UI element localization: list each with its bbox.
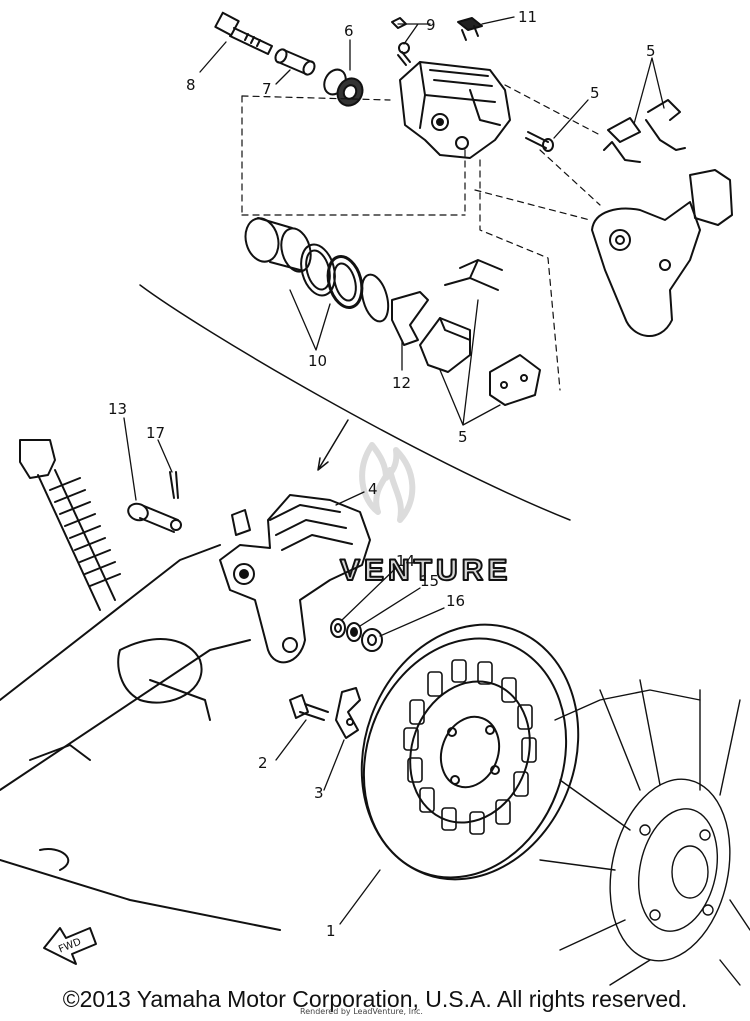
bolt-part-2	[289, 694, 329, 721]
watermark-logo	[359, 442, 416, 523]
cotter-pin-part-17	[169, 471, 179, 499]
bolt-part-5-upper	[525, 131, 554, 152]
callout-15: 15	[420, 572, 439, 590]
callout-6: 6	[344, 22, 354, 40]
callout-numbers: 8 7 6 9 11 5 5 10 12 5 13 17 4 14 15 16 …	[108, 8, 656, 940]
washer-part-15	[346, 622, 362, 642]
lock-plate-part-3	[335, 687, 361, 739]
nut-part-16	[361, 628, 383, 652]
callout-13: 13	[108, 400, 127, 418]
fwd-label: FWD	[57, 936, 83, 955]
sleeve-part-7	[274, 48, 316, 76]
callout-5-upper: 5	[590, 84, 600, 102]
shock-absorber	[19, 439, 121, 611]
bolt-part-8	[214, 11, 273, 55]
washer-part-14	[330, 618, 346, 638]
caliper-bracket-right	[591, 169, 733, 338]
brake-disc-part-1	[360, 623, 580, 881]
copyright-notice: ©2013 Yamaha Motor Corporation, U.S.A. A…	[62, 986, 688, 1012]
assembly-arrow	[317, 419, 349, 471]
callout-4: 4	[368, 480, 378, 498]
callout-2: 2	[258, 754, 268, 772]
caliper-assembly-part-4	[219, 494, 371, 664]
cap-part-11	[457, 17, 483, 41]
callout-11: 11	[518, 8, 537, 26]
detail-boundary	[139, 284, 571, 521]
pad-spring-clip	[444, 259, 503, 291]
callout-9: 9	[426, 16, 436, 34]
forward-arrow-icon: FWD	[43, 927, 97, 965]
pad-spring-part-5	[603, 99, 686, 163]
swing-arm	[0, 544, 281, 931]
callout-7: 7	[262, 80, 272, 98]
seals-part-10	[300, 243, 390, 323]
rendered-by-credit: Rendered by LeadVenture, Inc.	[300, 1007, 423, 1016]
callout-8: 8	[186, 76, 196, 94]
callout-12: 12	[392, 374, 411, 392]
callout-1: 1	[326, 922, 336, 940]
bleed-screw-part-9	[391, 17, 411, 66]
callout-16: 16	[446, 592, 465, 610]
watermark-text: VENTURE	[340, 554, 511, 587]
dashed-leaders-upper	[241, 84, 601, 391]
shim-part-12	[391, 291, 429, 346]
bolt-part-13	[127, 502, 182, 533]
callout-10: 10	[308, 352, 327, 370]
callout-3: 3	[314, 784, 324, 802]
callout-5-pads: 5	[458, 428, 468, 446]
brake-pads-part-5	[419, 317, 541, 406]
callout-14: 14	[396, 552, 415, 570]
boot-part-6	[323, 68, 364, 107]
callout-17: 17	[146, 424, 165, 442]
callout-leaders	[123, 16, 665, 925]
wheel-hub	[539, 679, 750, 986]
callout-5-spring: 5	[646, 42, 656, 60]
caliper-body-upper	[399, 61, 511, 159]
piston	[244, 217, 312, 273]
